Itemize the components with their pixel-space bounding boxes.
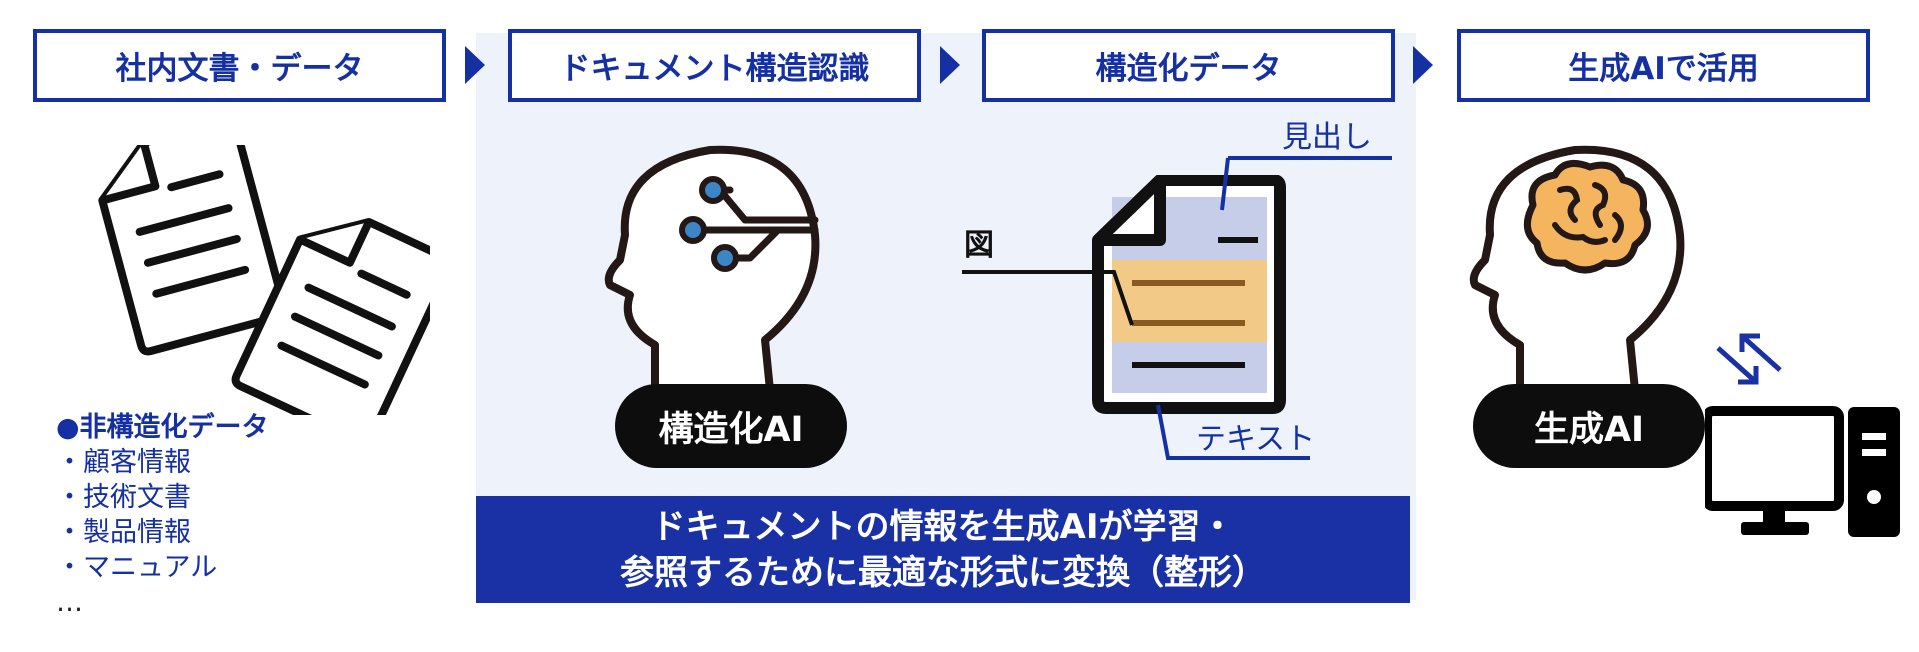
- step-label: 社内文書・データ: [115, 51, 364, 87]
- arrow-right-icon: [465, 46, 485, 84]
- step-genai-usage: 生成AIで活用: [1457, 29, 1870, 102]
- step-label: 生成AIで活用: [1568, 51, 1759, 87]
- list-more: …: [56, 587, 83, 618]
- label-leader-lines: [962, 156, 1392, 460]
- unstructured-data-list: ●非構造化データ ・顧客情報 ・技術文書 ・製品情報 ・マニュアル …: [56, 410, 269, 620]
- banner-line-2: 参照するために最適な形式に変換（整形）: [620, 552, 1266, 593]
- arrow-right-icon: [940, 46, 960, 84]
- structured-document-icon: [1092, 175, 1286, 414]
- banner-line-1: ドキュメントの情報を生成AIが学習・: [651, 506, 1235, 547]
- list-item: ・技術文書: [56, 482, 191, 513]
- exchange-arrows-icon: [1716, 333, 1782, 385]
- brain-icon: [1523, 159, 1651, 274]
- structuring-ai-badge: 構造化AI: [615, 384, 847, 468]
- text-label: テキスト: [1196, 422, 1316, 457]
- heading-label: 見出し: [1282, 120, 1372, 155]
- list-item: ・顧客情報: [56, 447, 191, 478]
- list-heading: ●非構造化データ: [56, 412, 269, 443]
- computer-icon: [1705, 406, 1900, 537]
- step-structured-data: 構造化データ: [982, 29, 1395, 102]
- conversion-banner: ドキュメントの情報を生成AIが学習・ 参照するために最適な形式に変換（整形）: [476, 496, 1410, 603]
- ai-head-icon: [604, 145, 820, 394]
- genai-badge: 生成AI: [1473, 384, 1705, 468]
- list-item: ・マニュアル: [56, 552, 218, 583]
- step-internal-docs: 社内文書・データ: [33, 29, 446, 102]
- arrow-right-icon: [1413, 46, 1433, 84]
- list-item: ・製品情報: [56, 517, 191, 548]
- figure-label: 図: [964, 228, 994, 263]
- step-label: ドキュメント構造認識: [559, 51, 870, 87]
- genai-label: 生成AI: [1533, 409, 1645, 450]
- genai-head-icon: [1469, 145, 1685, 394]
- documents-icon: [98, 145, 430, 415]
- step-document-recognition: ドキュメント構造認識: [508, 29, 921, 102]
- step-label: 構造化データ: [1095, 51, 1282, 87]
- structuring-ai-label: 構造化AI: [658, 409, 804, 450]
